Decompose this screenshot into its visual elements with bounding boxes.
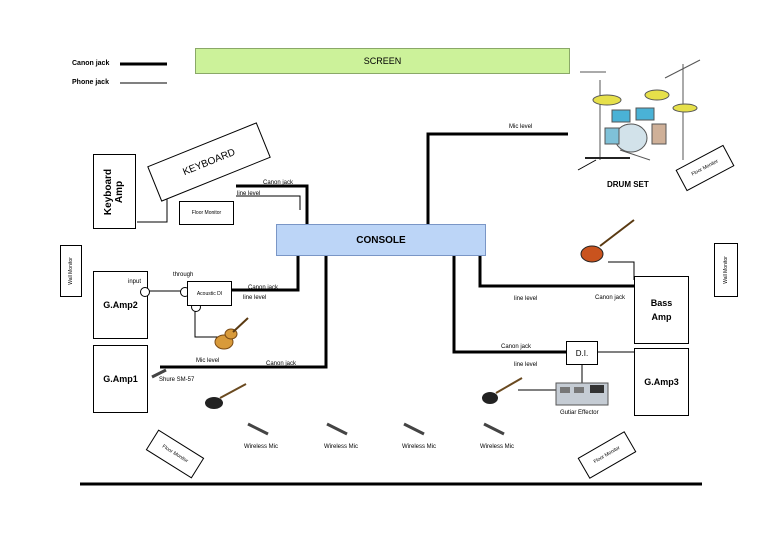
keyboard-canon-label: Canon jack <box>263 180 294 186</box>
gamp1-mic-model: Shure SM-57 <box>159 377 195 383</box>
gamp1-label: G.Amp1 <box>103 374 138 384</box>
gamp1: G.Amp1 <box>93 345 148 413</box>
gamp2-line-label: line level <box>243 295 267 301</box>
drums-mic-wire <box>426 132 568 224</box>
effector-label: Gutiar Effector <box>560 410 599 416</box>
keyboard-line-wire <box>236 195 301 210</box>
acoustic-di-label: Acoustic DI <box>196 290 223 297</box>
floor-monitor-right-label: Floor Monitor <box>592 445 622 465</box>
keyboard-label: KEYBOARD <box>181 146 237 178</box>
console: CONSOLE <box>276 224 486 256</box>
wall-monitor-right: Wall Monitor <box>714 243 738 297</box>
di-canon-label: Canon jack <box>501 344 532 350</box>
legend-canon-label: Canon jack <box>72 60 110 67</box>
wireless-mic-label-1: Wireless Mic <box>244 444 278 450</box>
keyboard-canon-wire <box>236 184 309 224</box>
bass-line-label: line level <box>514 296 538 302</box>
keyboard-line-label: line level <box>237 191 261 197</box>
screen: SCREEN <box>195 48 570 74</box>
console-label: CONSOLE <box>356 234 406 246</box>
bass-guitar-wire <box>608 261 635 280</box>
di-line-label: line level <box>514 362 538 368</box>
wall-monitor-left: Wall Monitor <box>60 245 82 297</box>
gamp2-input-jack <box>140 287 150 297</box>
drum-set-label: DRUM SET <box>607 180 649 189</box>
gamp1-canon-wire <box>160 256 328 369</box>
screen-label: SCREEN <box>363 56 402 66</box>
gamp2-canon-label: Canon jack <box>248 285 279 291</box>
wall-monitor-left-label: Wall Monitor <box>68 257 75 285</box>
keyboard-floor-monitor-label: Floor Monitor <box>191 210 222 216</box>
keyboard-amp: Keyboard Amp <box>93 154 136 229</box>
gamp1-canon-label: Canon jack <box>266 361 297 367</box>
gamp3: G.Amp3 <box>634 348 689 416</box>
di-box: D.I. <box>566 341 598 365</box>
gamp2-through-label: through <box>173 272 194 278</box>
gamp2-canon-wire <box>232 256 300 292</box>
floor-monitor-left-label: Floor Monitor <box>160 443 190 465</box>
acoustic-di: Acoustic DI <box>187 281 232 306</box>
wireless-mic-label-2: Wireless Mic <box>324 444 358 450</box>
gamp2: G.Amp2 <box>93 271 148 339</box>
bass-amp: Bass Amp <box>634 276 689 344</box>
gamp1-mic-label: Mic level <box>196 358 220 364</box>
legend-phone-label: Phone jack <box>72 79 109 86</box>
keyboard-phone-wire <box>137 196 168 223</box>
keyboard-amp-label: Keyboard Amp <box>103 168 126 215</box>
di-canon-wire <box>452 256 566 354</box>
keyboard-floor-monitor: Floor Monitor <box>179 201 234 225</box>
gamp3-label: G.Amp3 <box>644 377 679 387</box>
wireless-mic-label-3: Wireless Mic <box>402 444 436 450</box>
drum-floor-monitor-label: Floor Monitor <box>690 158 720 178</box>
gamp2-input-label: input <box>128 279 142 285</box>
bass-canon-wire <box>478 256 634 288</box>
wireless-mic-label-4: Wireless Mic <box>480 444 514 450</box>
acoustic-wire <box>194 306 218 338</box>
drums-mic-label: Mic level <box>509 124 533 130</box>
wall-monitor-right-label: Wall Monitor <box>723 256 730 284</box>
bass-canon-label: Canon jack <box>595 295 626 301</box>
di-label: D.I. <box>575 348 589 358</box>
bass-amp-label: Bass Amp <box>650 297 673 322</box>
gamp2-label: G.Amp2 <box>103 300 138 310</box>
